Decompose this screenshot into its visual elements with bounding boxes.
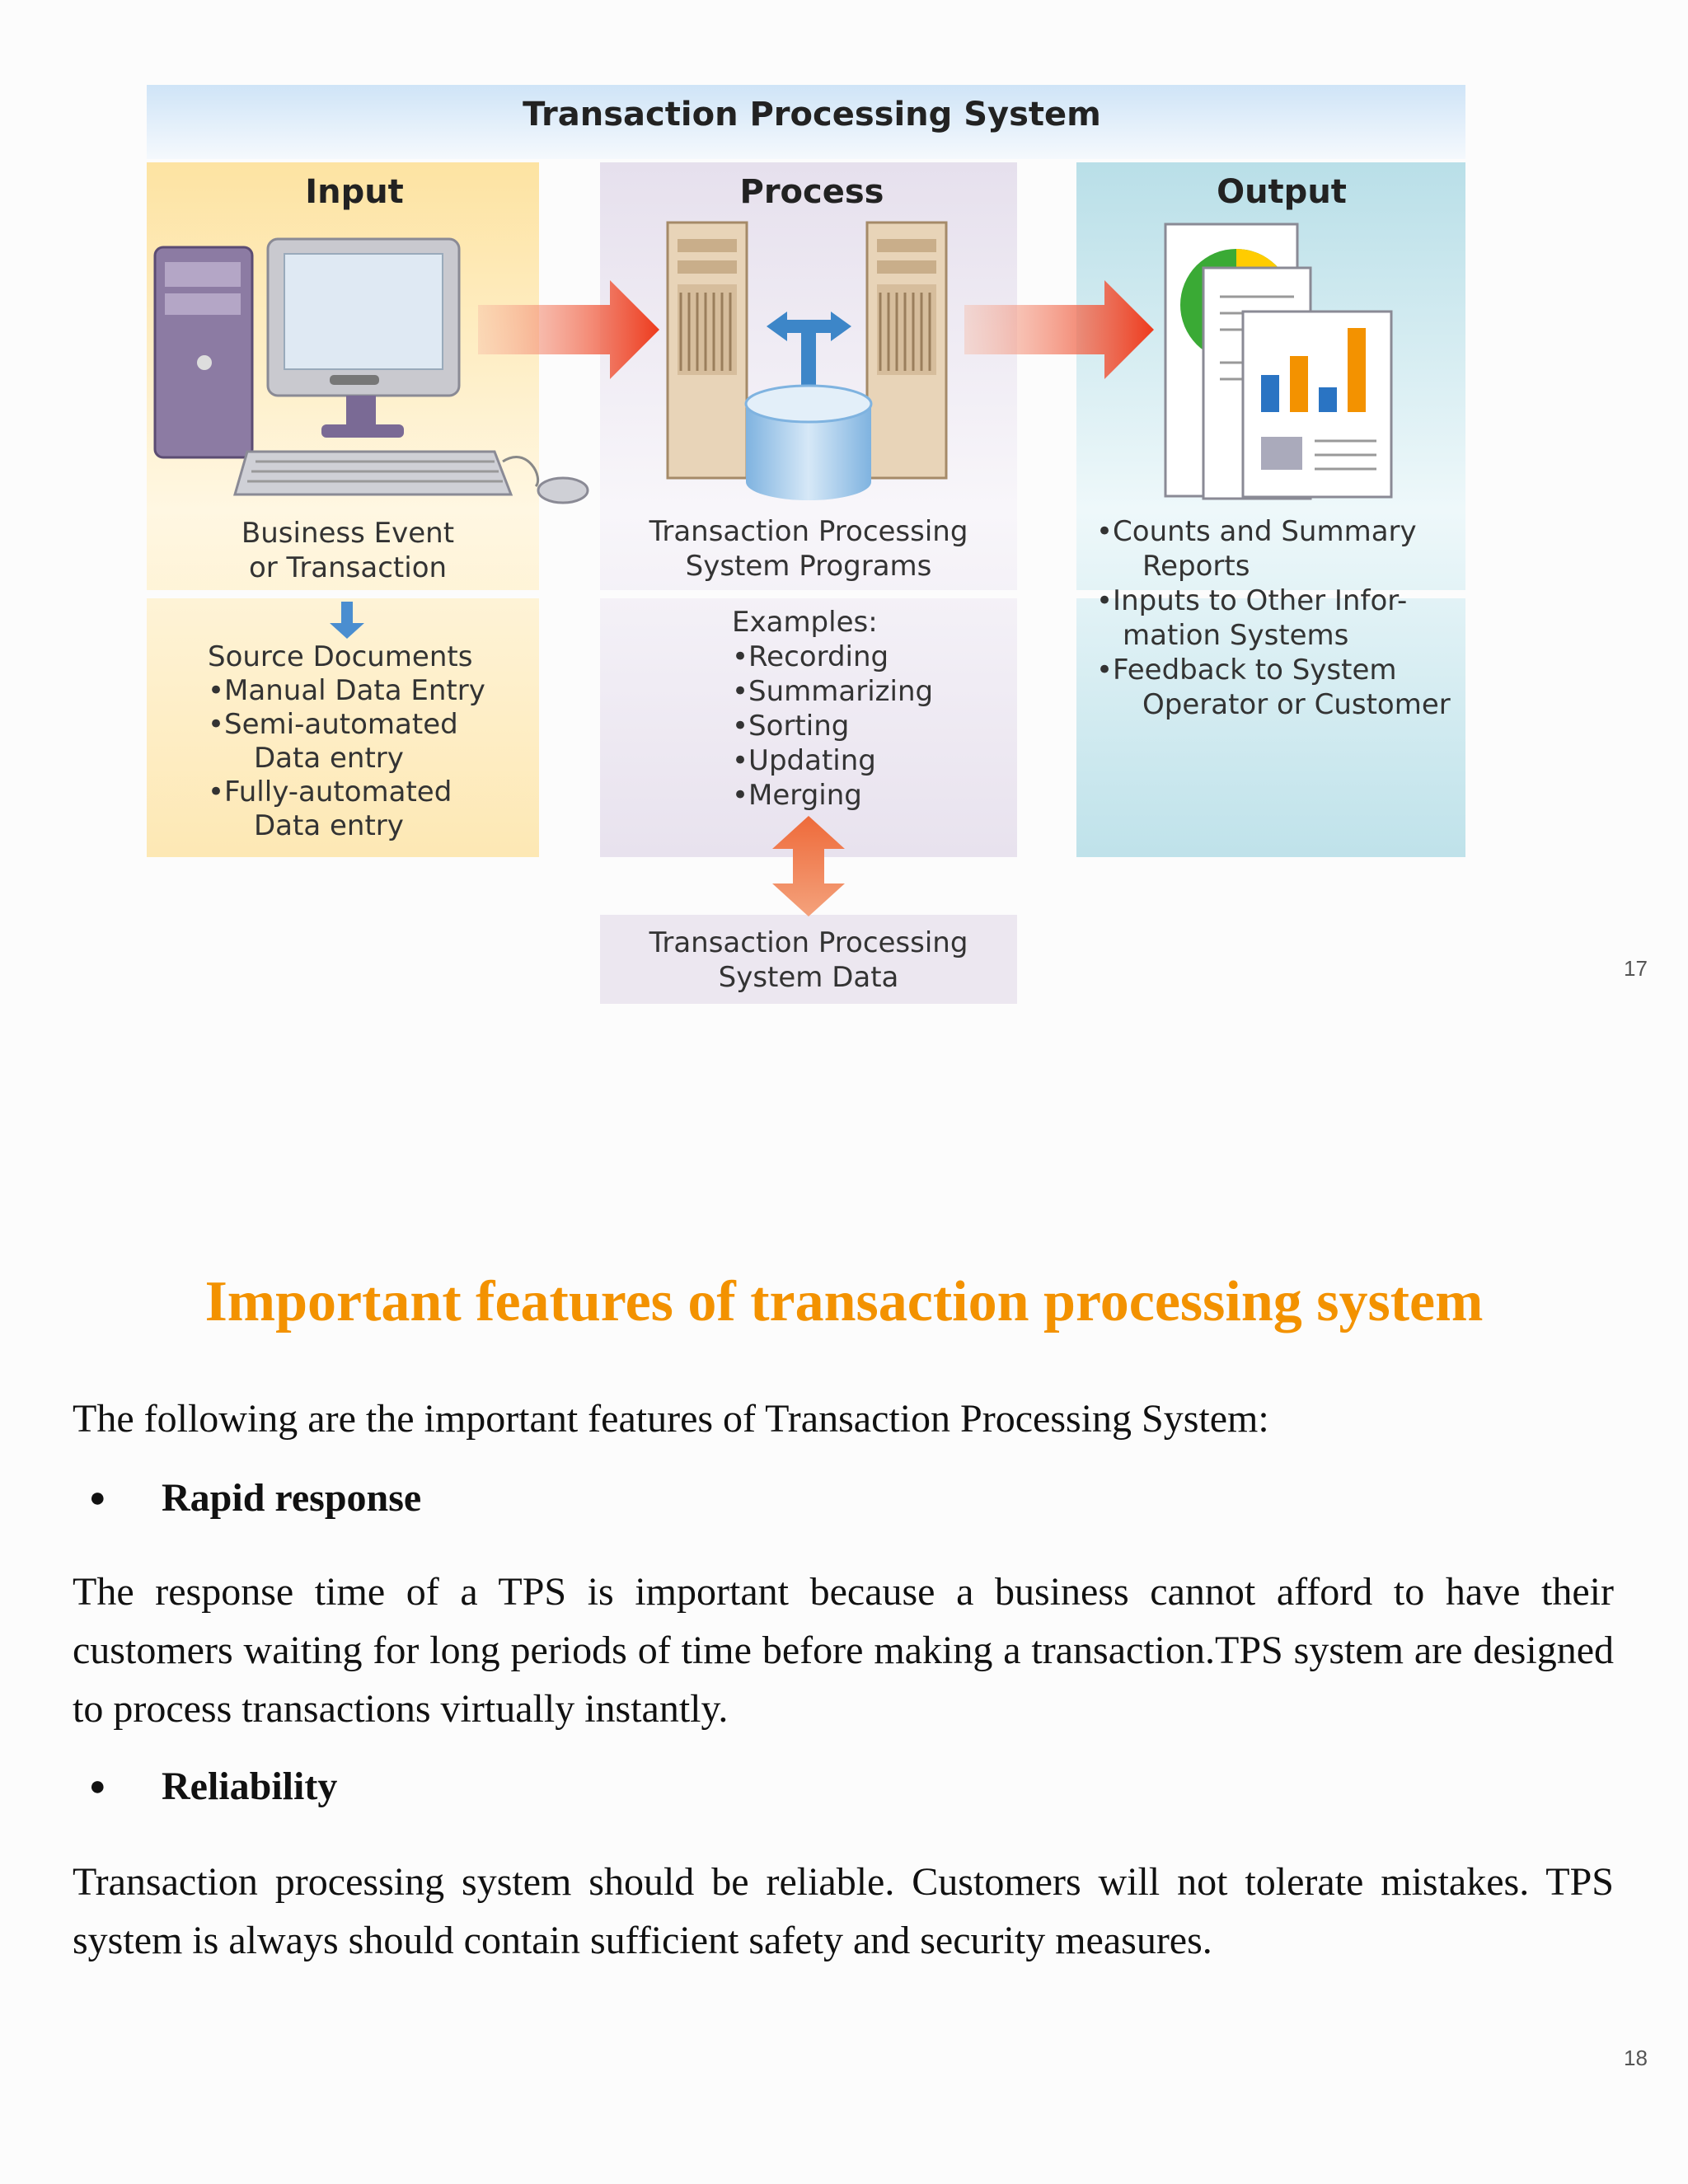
input-to-process-arrow (478, 280, 659, 379)
desktop-computer-icon (153, 237, 589, 504)
process-data-box (600, 915, 1017, 1004)
process-header: Process (740, 173, 884, 211)
output-line-2: Reports (1142, 550, 1250, 583)
process-caption-line-1: Transaction Processing (649, 515, 968, 548)
input-source-line-2: •Manual Data Entry (208, 674, 485, 707)
process-example-line-1: Examples: (732, 606, 878, 639)
process-example-line-3: •Summarizing (732, 675, 933, 708)
input-source-line-6: Data entry (254, 809, 404, 842)
input-source-line-3: •Semi-automated (208, 708, 458, 741)
feature-title: Reliability (162, 1765, 338, 1808)
input-caption-line-2: or Transaction (249, 551, 447, 584)
feature-bullet: ● Rapid response (89, 1475, 421, 1521)
intro-paragraph: The following are the important features… (73, 1397, 1269, 1441)
feature-body: The response time of a TPS is important … (73, 1570, 1614, 1731)
output-line-6: Operator or Customer (1142, 688, 1451, 721)
process-data-line-1: Transaction Processing (649, 926, 968, 959)
output-line-1: •Counts and Summary (1096, 515, 1417, 548)
page-number: 18 (1624, 2046, 1648, 2070)
process-example-line-4: •Sorting (732, 710, 849, 743)
input-source-line-4: Data entry (254, 742, 404, 775)
caption-divider (147, 590, 1465, 598)
input-header: Input (305, 173, 404, 211)
process-example-line-2: •Recording (732, 640, 889, 673)
server-database-icon (666, 221, 948, 500)
process-data-line-2: System Data (719, 961, 899, 994)
diagram-title-band (147, 85, 1465, 159)
output-header: Output (1217, 173, 1347, 211)
feature-title: Rapid response (162, 1476, 422, 1520)
bullet-icon: ● (89, 1770, 106, 1802)
tps-diagram: Transaction Processing System Input Proc… (147, 85, 1465, 1004)
section-heading: Important features of transaction proces… (204, 1270, 1484, 1333)
input-caption-line-1: Business Event (241, 517, 454, 550)
input-source-line-5: •Fully-automated (208, 776, 452, 808)
bullet-icon: ● (89, 1482, 106, 1513)
feature-bullet: ● Reliability (89, 1764, 337, 1809)
process-caption-line-2: System Programs (686, 550, 932, 583)
output-line-3: •Inputs to Other Infor- (1096, 584, 1407, 617)
process-example-line-5: •Updating (732, 744, 876, 777)
feature-body: Transaction processing system should be … (73, 1860, 1614, 1962)
page-number: 17 (1624, 956, 1648, 981)
double-vertical-arrow (772, 816, 845, 916)
down-arrow-icon (330, 602, 364, 639)
output-line-5: •Feedback to System (1096, 654, 1397, 687)
process-example-line-6: •Merging (732, 779, 862, 812)
diagram-title: Transaction Processing System (523, 96, 1101, 134)
report-documents-icon (1164, 223, 1393, 500)
input-source-line-1: Source Documents (208, 640, 472, 673)
process-to-output-arrow (964, 280, 1154, 379)
output-line-4: mation Systems (1123, 619, 1348, 652)
